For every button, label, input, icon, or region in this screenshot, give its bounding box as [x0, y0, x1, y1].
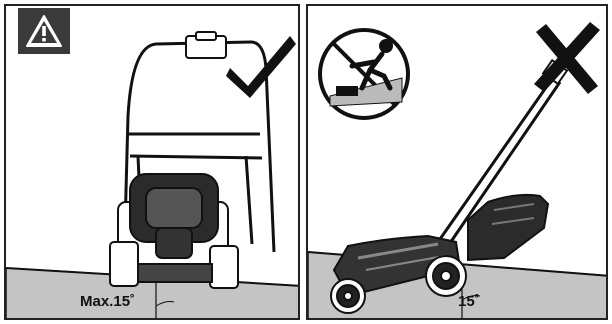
max-slope-label: Max.15˚ — [80, 293, 135, 310]
slope-label: 15˚ — [458, 293, 480, 310]
right-illustration — [308, 6, 608, 320]
handle-grip — [186, 32, 226, 58]
no-sideways-mowing-icon — [320, 30, 408, 118]
mower-body — [110, 174, 238, 288]
warning-icon-box — [18, 8, 70, 54]
right-panel-incorrect-mowing — [306, 4, 608, 320]
grass-bag — [468, 195, 548, 260]
warning-icon — [24, 13, 64, 49]
check-mark — [226, 36, 296, 98]
cross-mark — [534, 22, 600, 94]
